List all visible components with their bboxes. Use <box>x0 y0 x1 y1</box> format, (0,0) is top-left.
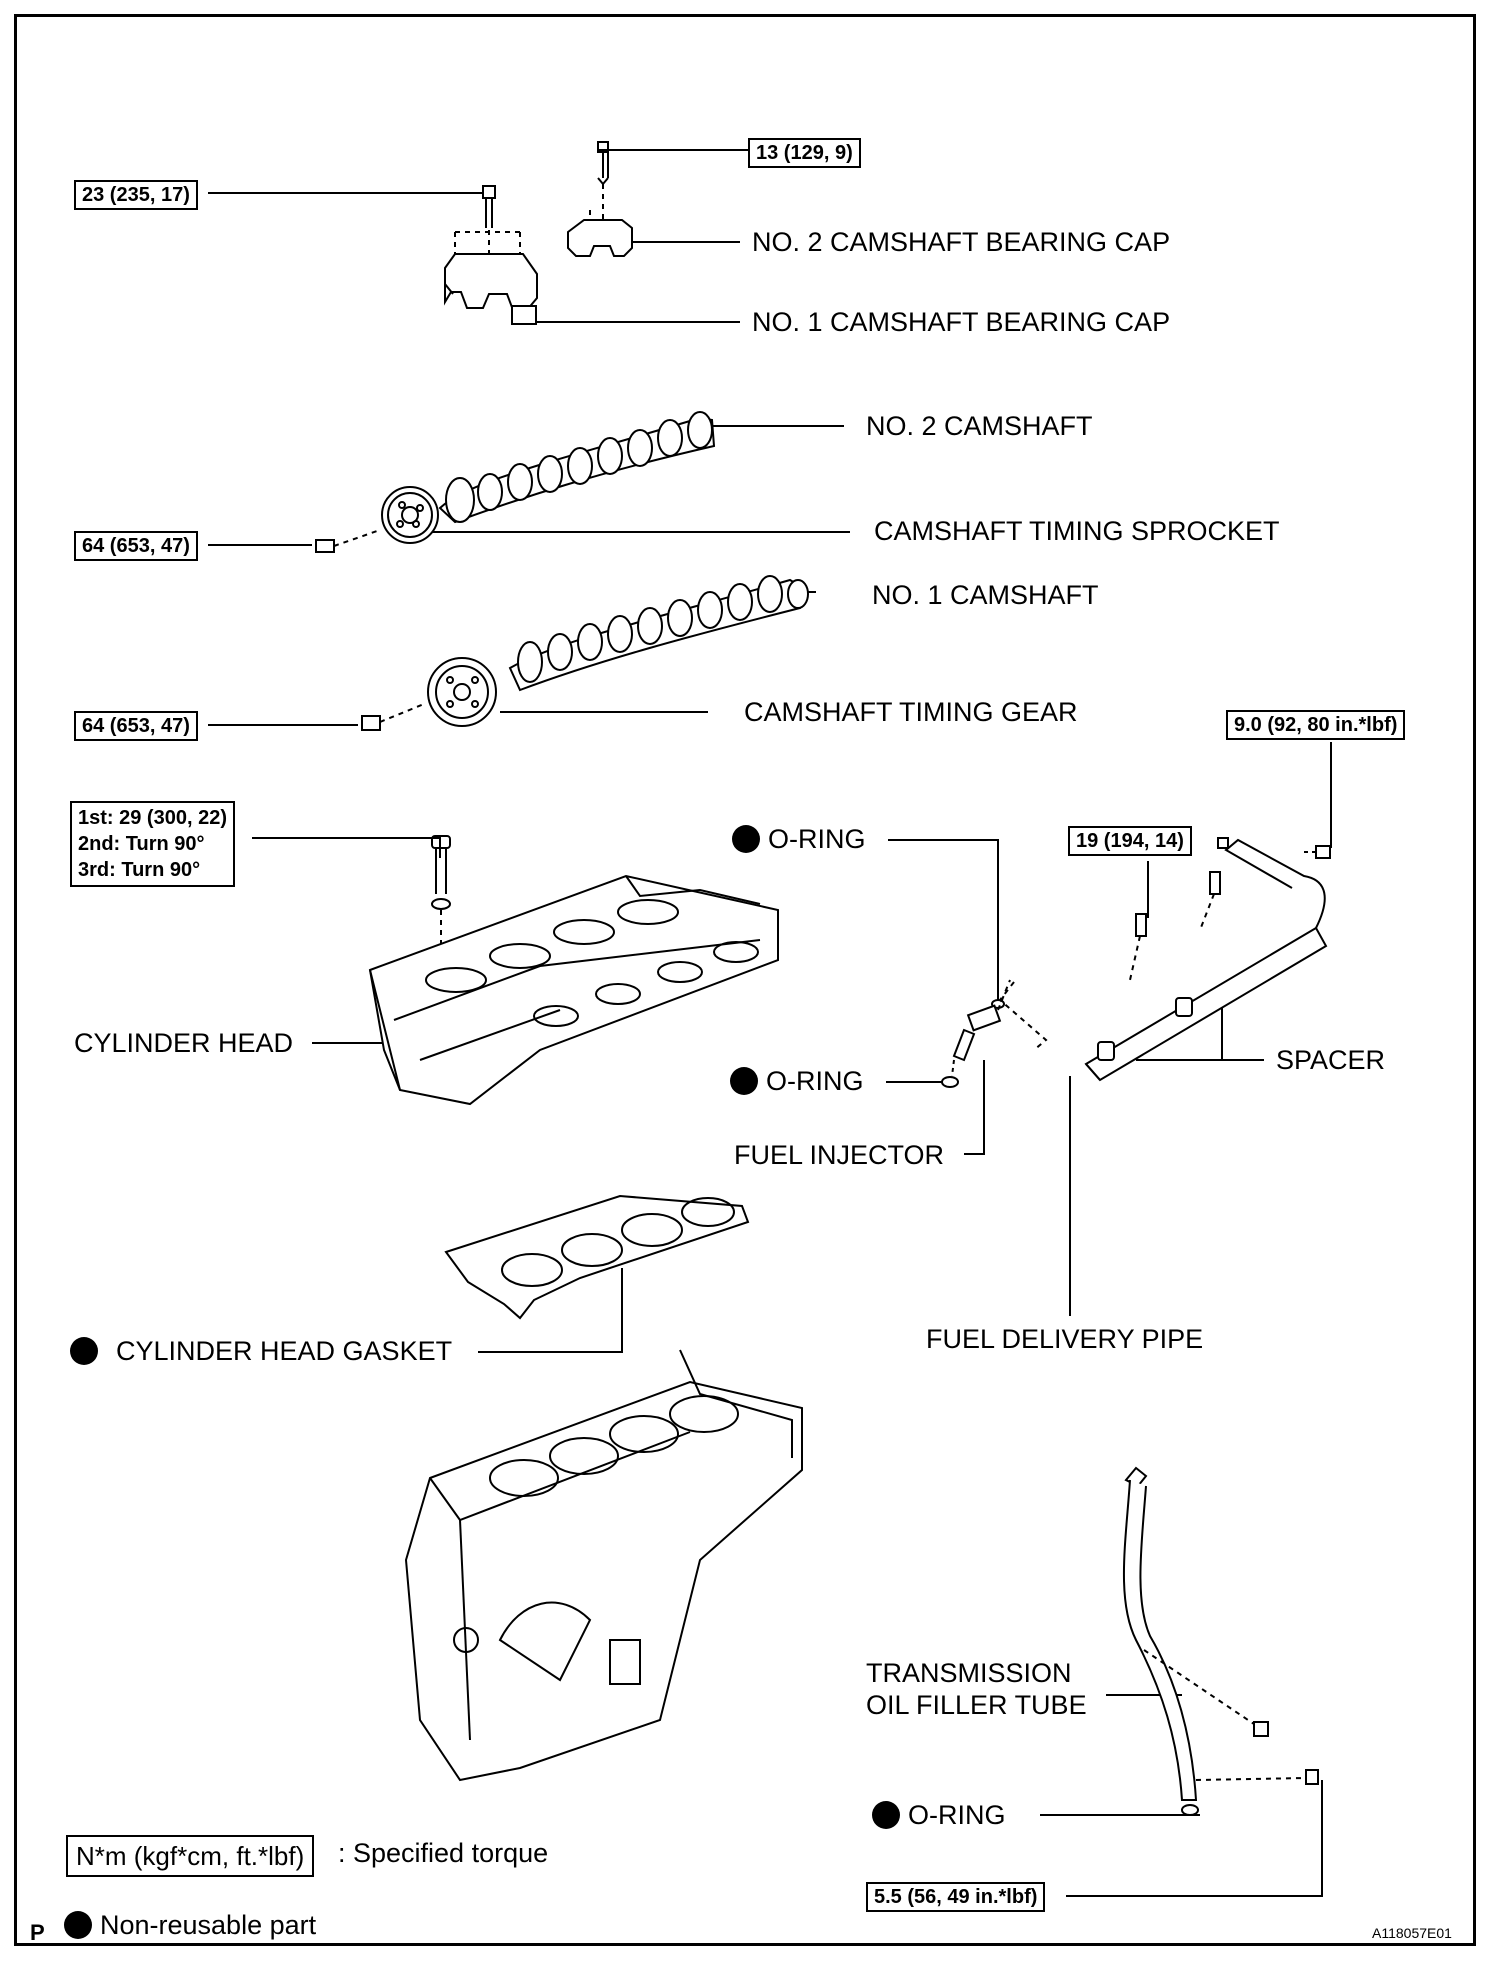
label-filler-tube-line2: OIL FILLER TUBE <box>866 1690 1087 1720</box>
legend-nonreusable: Non-reusable part <box>64 1910 316 1940</box>
leader-lines <box>208 149 1332 1897</box>
cylinder-head <box>368 874 779 1106</box>
label-timing-sprocket: CAMSHAFT TIMING SPROCKET <box>874 516 1280 546</box>
torque-fuel-line-bolt: 9.0 (92, 80 in.*lbf) <box>1226 710 1406 740</box>
legend-torque-desc: : Specified torque <box>338 1838 549 1868</box>
fuel-delivery-pipe <box>998 837 1331 1082</box>
label-oring-upper: O-RING <box>732 824 866 854</box>
torque-gear-bolt: 64 (653, 47) <box>74 711 198 741</box>
torque-bearing-cap-2: 13 (129, 9) <box>748 138 861 168</box>
legend-torque-unit: N*m (kgf*cm, ft.*lbf) <box>66 1835 315 1877</box>
torque-head-bolt: 1st: 29 (300, 22) 2nd: Turn 90° 3rd: Tur… <box>70 801 235 887</box>
no1-camshaft <box>361 575 809 731</box>
label-no1-camshaft: NO. 1 CAMSHAFT <box>872 580 1099 610</box>
nonreusable-marker-icon <box>70 1337 98 1365</box>
label-no2-bearing-cap: NO. 2 CAMSHAFT BEARING CAP <box>752 227 1171 257</box>
label-cylinder-head: CYLINDER HEAD <box>74 1028 294 1058</box>
label-oring-filler: O-RING <box>872 1800 1006 1830</box>
transmission-oil-filler-tube <box>1122 1466 1319 1816</box>
label-head-gasket: CYLINDER HEAD GASKET <box>70 1336 452 1366</box>
cylinder-head-gasket <box>444 1194 750 1320</box>
cylinder-block <box>404 1349 803 1782</box>
label-timing-gear: CAMSHAFT TIMING GEAR <box>744 697 1078 727</box>
head-bolt-step-1: 1st: 29 (300, 22) <box>78 807 227 829</box>
nonreusable-marker-icon <box>872 1801 900 1829</box>
torque-delivery-pipe-bolt: 19 (194, 14) <box>1068 826 1192 856</box>
label-oring-lower: O-RING <box>730 1066 864 1096</box>
torque-bearing-cap-1: 23 (235, 17) <box>74 180 198 210</box>
no2-camshaft <box>315 411 716 553</box>
label-no2-camshaft: NO. 2 CAMSHAFT <box>866 411 1093 441</box>
fuel-injector-group <box>941 979 1011 1088</box>
head-bolt-step-2: 2nd: Turn 90° <box>78 833 205 855</box>
outer-border <box>14 14 1476 1946</box>
figure-id: A118057E01 <box>1372 1925 1452 1941</box>
label-no1-bearing-cap: NO. 1 CAMSHAFT BEARING CAP <box>752 307 1171 337</box>
page-mark: P <box>30 1920 45 1945</box>
label-fuel-delivery-pipe: FUEL DELIVERY PIPE <box>926 1324 1204 1354</box>
torque-filler-tube-bolt: 5.5 (56, 49 in.*lbf) <box>866 1882 1046 1912</box>
nonreusable-marker-icon <box>730 1067 758 1095</box>
label-spacer: SPACER <box>1276 1045 1386 1075</box>
no1-bearing-cap-group <box>444 185 538 325</box>
nonreusable-marker-icon <box>732 825 760 853</box>
nonreusable-marker-icon <box>64 1911 92 1939</box>
head-bolt-step-3: 3rd: Turn 90° <box>78 859 201 881</box>
no2-bearing-cap-group <box>567 141 633 257</box>
torque-sprocket-bolt: 64 (653, 47) <box>74 531 198 561</box>
label-fuel-injector: FUEL INJECTOR <box>734 1140 945 1170</box>
label-filler-tube-line1: TRANSMISSION <box>866 1658 1072 1688</box>
